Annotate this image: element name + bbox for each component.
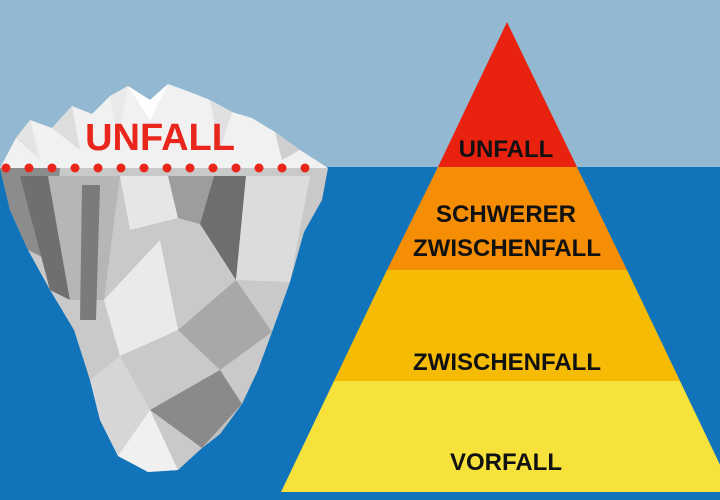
waterline-dot	[1, 163, 11, 173]
waterline-dot	[116, 163, 126, 173]
pyramid-label-schwerer: SCHWERER	[436, 201, 576, 228]
waterline-dot	[277, 163, 287, 173]
waterline-dots	[1, 163, 310, 173]
pyramid-label-unfall: UNFALL	[459, 136, 554, 163]
pyramid: UNFALL SCHWERER ZWISCHENFALL ZWISCHENFAL…	[281, 22, 720, 492]
waterline-dot	[254, 163, 264, 173]
waterline-dot	[24, 163, 34, 173]
waterline-dot	[139, 163, 149, 173]
iceberg-tip	[0, 84, 328, 168]
waterline-dot	[162, 163, 172, 173]
waterline-dot	[231, 163, 241, 173]
pyramid-level-zwischenfall	[334, 270, 680, 381]
pyramid-level-vorfall	[281, 381, 720, 492]
waterline-dot	[47, 163, 57, 173]
pyramid-label-zwischenfall-1: ZWISCHENFALL	[413, 235, 601, 262]
pyramid-label-vorfall: VORFALL	[450, 449, 562, 476]
iceberg-underwater	[0, 168, 328, 472]
waterline-dot	[70, 163, 80, 173]
waterline-dot	[300, 163, 310, 173]
iceberg-label: UNFALL	[85, 117, 235, 159]
pyramid-level-unfall	[438, 22, 577, 167]
pyramid-label-zwischenfall-2: ZWISCHENFALL	[413, 349, 601, 376]
waterline-dot	[208, 163, 218, 173]
pyramid-level-schwerer-zwischenfall	[387, 167, 627, 270]
waterline-dot	[93, 163, 103, 173]
waterline-dot	[185, 163, 195, 173]
